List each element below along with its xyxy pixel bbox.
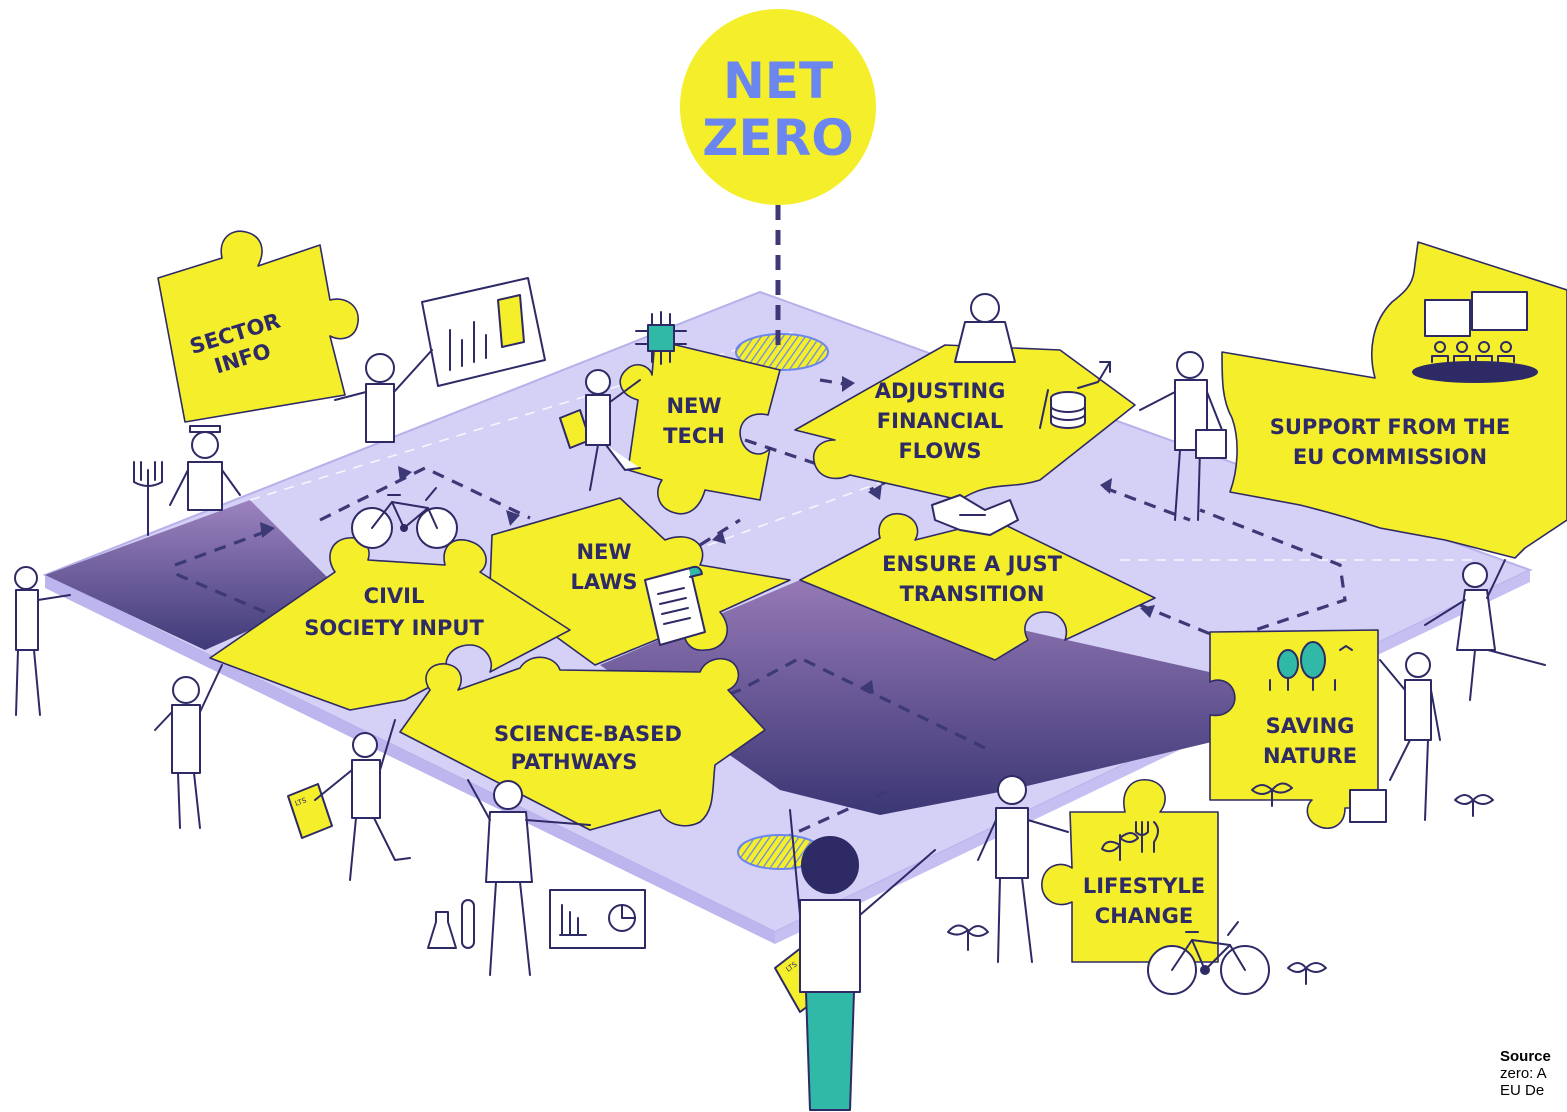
plant-sprout-icons [947,782,1494,985]
person-farmer [169,425,241,511]
puzzle-piece-sector-info [157,230,359,423]
handshake-icon [931,494,1019,536]
source-line-2: zero: A [1500,1065,1547,1082]
label-lifestyle-change-2: CHANGE [1095,904,1193,928]
bar-chart-board-icon [421,277,546,387]
puzzle-piece-lifestyle-change [1041,779,1219,963]
puzzle-piece-adjusting-financial-flows [794,344,1136,501]
board [42,290,1533,944]
label-eu-commission-1: SUPPORT FROM THE [1270,415,1511,439]
label-saving-nature-2: NATURE [1263,744,1357,768]
meeting-icon [1412,291,1538,383]
source-citation: Source zero: A EU De [1500,1048,1567,1112]
label-just-transition-1: ENSURE A JUST [882,552,1062,576]
goal-line-2: ZERO [702,109,853,167]
puzzle-piece-saving-nature [1209,629,1379,830]
label-civil-society-1: CIVIL [364,584,425,608]
person-foreground-center [789,809,936,1111]
label-science-pathways-1: SCIENCE-BASED [494,722,682,746]
goal-line-1: NET [723,52,833,110]
law-scroll-icon [644,565,706,646]
microchip-icon [635,311,687,365]
dark-slab-left [45,500,340,650]
source-line-3: EU De [1500,1082,1545,1099]
sprout-and-cutlery-icon [1101,821,1159,861]
label-just-transition-2: TRANSITION [900,582,1045,606]
label-financial-flows-2: FINANCIAL [877,409,1003,433]
target-spot-top [735,333,829,371]
source-label: Source [1500,1048,1551,1065]
label-civil-society-2: SOCIETY INPUT [304,616,484,640]
bicycle-icon-bottom [1147,921,1270,995]
label-financial-flows-3: FLOWS [898,439,981,463]
person-chart-holder [334,349,433,443]
person-top-center [954,293,1016,363]
puzzle-piece-ensure-just-transition [799,513,1156,661]
label-lifestyle-change-1: LIFESTYLE [1083,874,1205,898]
bicycle-icon-board [351,487,458,549]
label-new-tech-1: NEW [666,394,721,418]
puzzle-piece-science-based-pathways [399,656,766,831]
person-scientist [467,779,591,976]
person-left-edge [14,566,71,716]
puzzle-piece-civil-society-input [209,537,571,711]
person-nature-pusher [1349,652,1441,823]
puzzle-piece-new-tech [619,339,781,515]
label-saving-nature-1: SAVING [1266,714,1355,738]
person-right-running [1424,559,1546,701]
net-zero-goal: NET ZERO [680,9,876,205]
label-new-laws-1: NEW [576,540,631,564]
person-lts-holder [314,719,411,881]
lts-tag-left: LTS [294,796,308,808]
label-new-tech-2: TECH [663,424,725,448]
label-eu-commission-2: EU COMMISSION [1293,445,1487,469]
person-tablet [585,369,641,491]
person-suit-briefcase [1139,351,1227,521]
trees-icon [1269,641,1353,691]
person-woman-left [154,664,223,829]
puzzle-labels: SECTOR INFO NEW TECH ADJUSTING FINANCIAL… [187,309,1510,928]
dark-slab-right [600,580,1245,815]
flask-icon [427,899,475,949]
label-financial-flows-1: ADJUSTING [875,379,1006,403]
pitchfork-icon [133,461,163,536]
coin-stack-icon [1039,361,1111,429]
person-carrot [977,775,1069,963]
label-new-laws-2: LAWS [571,570,638,594]
analytics-board-icon [549,889,646,949]
label-science-pathways-2: PATHWAYS [511,750,638,774]
